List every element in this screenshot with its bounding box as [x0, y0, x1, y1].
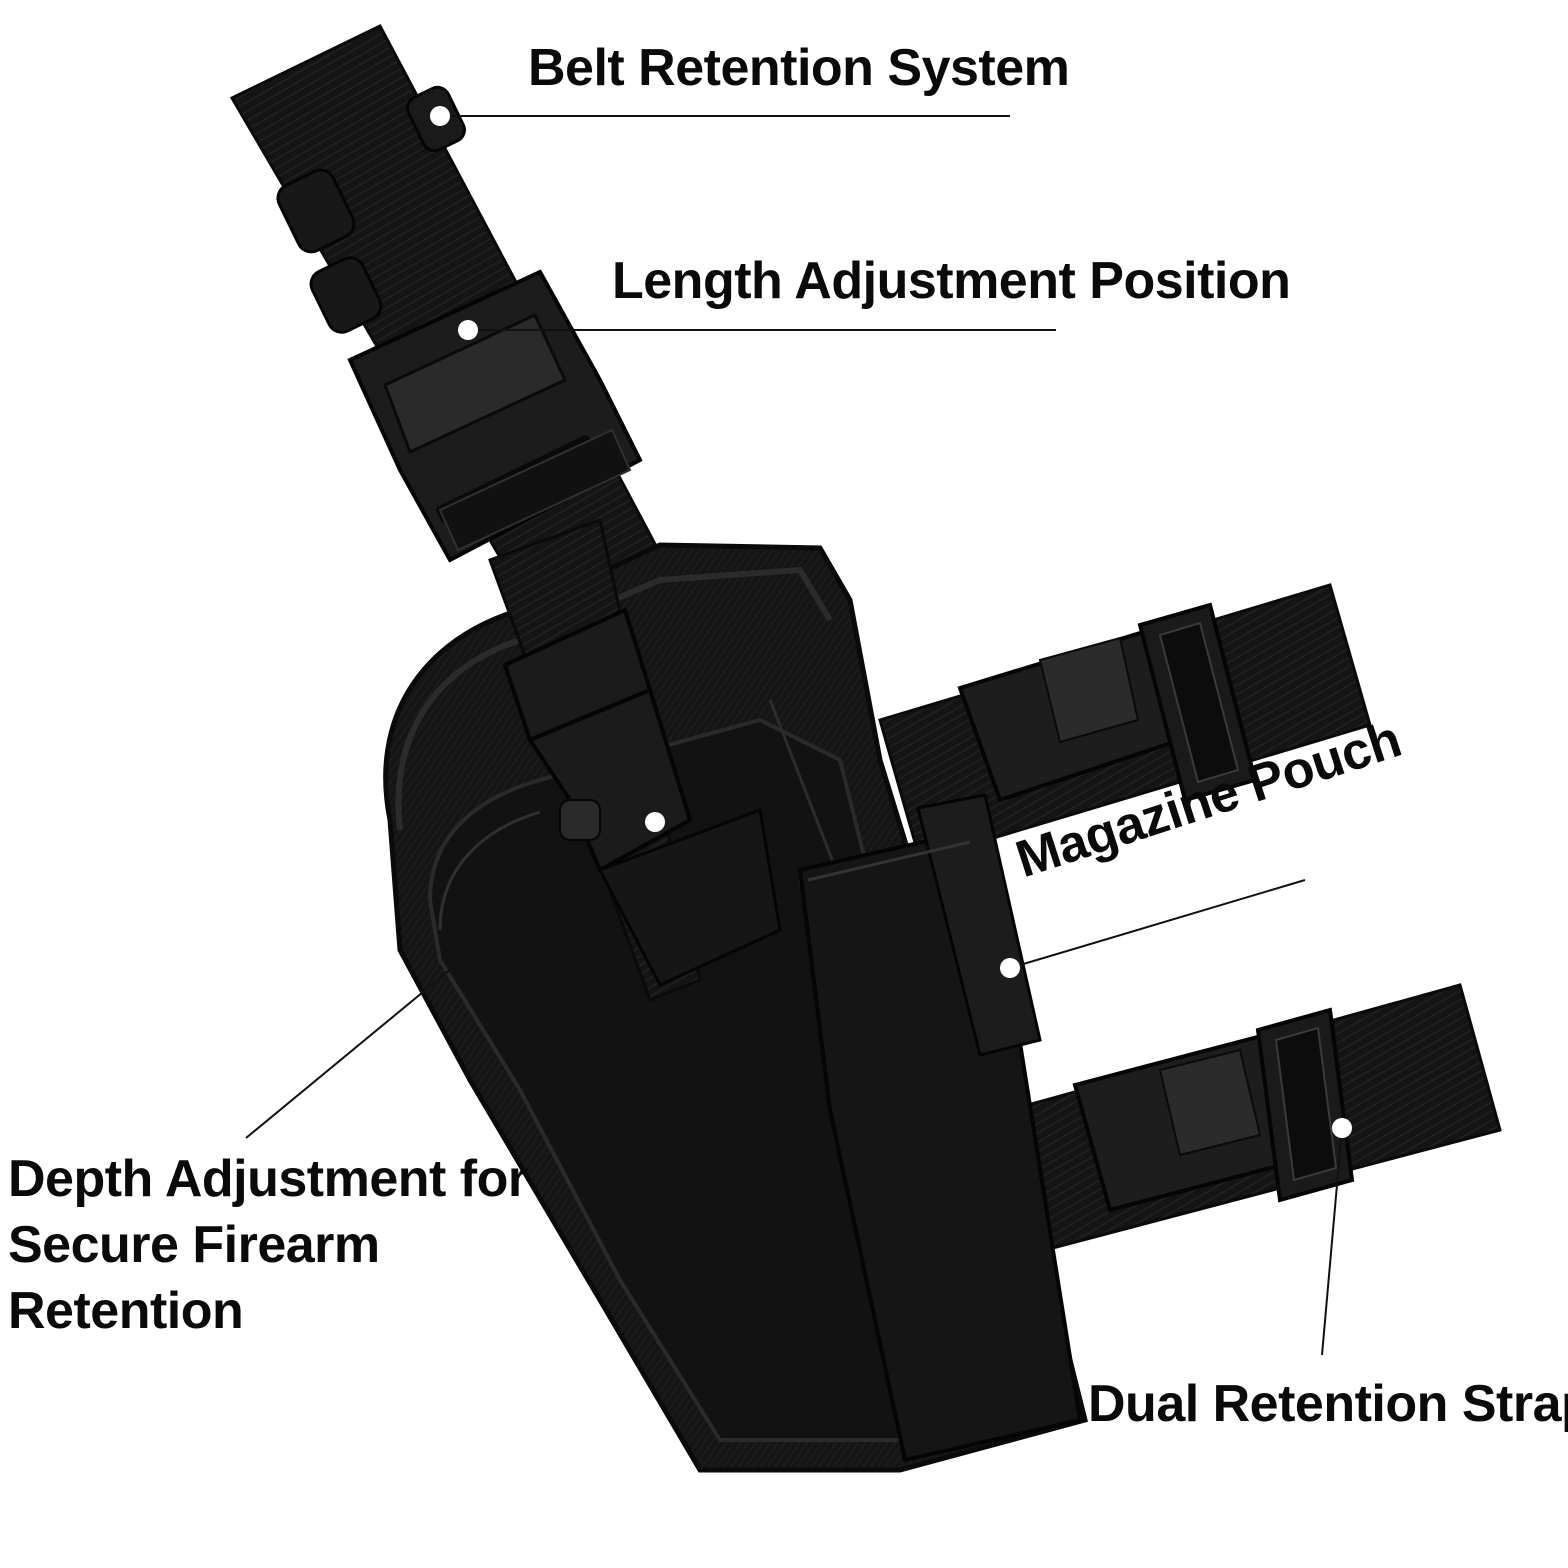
magazine-pouch [797, 793, 1083, 1463]
length-adjustment-label: Length Adjustment Position [612, 252, 1291, 310]
dot-dual-retention [1332, 1118, 1352, 1138]
depth-adjustment-label: Depth Adjustment for Secure Firearm Rete… [8, 1146, 528, 1344]
depth-adjustment-line-1: Depth Adjustment for [8, 1150, 528, 1208]
belt-retention-label: Belt Retention System [528, 39, 1070, 97]
dot-magazine-pouch [1000, 958, 1020, 978]
dual-retention-label: Dual Retention Straps [1088, 1375, 1568, 1433]
upper-leg-strap [878, 583, 1372, 862]
depth-adjustment-line-2: Secure Firearm [8, 1216, 380, 1274]
callout-dots [430, 106, 1352, 1138]
dot-depth-adjustment [645, 812, 665, 832]
length-adjustment-buckle [347, 269, 643, 563]
callout-lines [245, 115, 1343, 1356]
lower-leg-strap [1008, 983, 1502, 1252]
dot-belt-retention [430, 106, 450, 126]
depth-adjustment-line-3: Retention [8, 1282, 244, 1340]
dot-length-adjustment [458, 320, 478, 340]
